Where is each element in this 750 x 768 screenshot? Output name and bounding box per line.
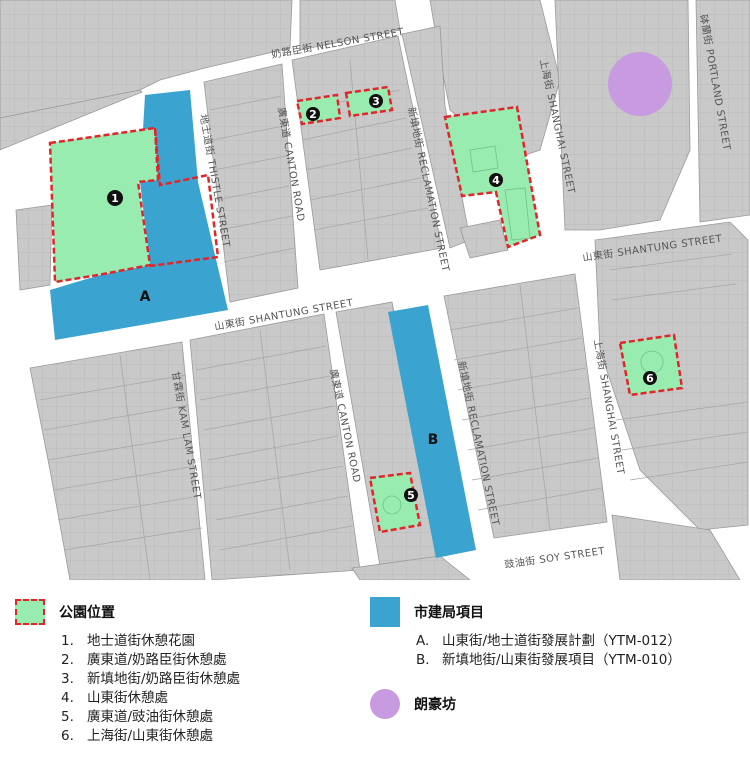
park-1: [48, 126, 160, 284]
ura-swatch: [370, 597, 400, 627]
park-marker-3: 3: [369, 94, 383, 108]
legend-parks-list: 1.地士道街休憩花園 2.廣東道/奶路臣街休憩處 3.新填地街/奶路臣街休憩處 …: [15, 632, 240, 746]
legend-park-item: 3.新填地街/奶路臣街休憩處: [61, 671, 241, 687]
legend-langham-title: 朗豪坊: [414, 697, 456, 713]
park-3: [344, 85, 394, 118]
park-marker-2: 2: [306, 107, 320, 121]
ura-zone-a: [50, 90, 228, 340]
park-5: [368, 471, 422, 534]
park-detail-lines: [382, 145, 664, 515]
park-1-boundary-east: [149, 127, 220, 268]
map-legend: 公園位置 1.地士道街休憩花園 2.廣東道/奶路臣街休憩處 3.新填地街/奶路臣…: [0, 590, 750, 768]
legend-ura-item: A.山東街/地士道街發展計劃（YTM-012）: [416, 633, 681, 649]
legend-parks-title: 公園位置: [59, 605, 115, 621]
legend-park-item: 1.地士道街休憩花園: [61, 633, 195, 649]
langham-swatch: [370, 689, 400, 719]
legend-ura: 市建局項目 A.山東街/地士道街發展計劃（YTM-012） B.新填地街/山東街…: [370, 597, 681, 719]
park-swatch: [15, 599, 45, 625]
park-6: [618, 333, 684, 397]
park-marker-6: 6: [643, 371, 657, 385]
legend-parks: 公園位置 1.地士道街休憩花園 2.廣東道/奶路臣街休憩處 3.新填地街/奶路臣…: [15, 598, 240, 746]
legend-ura-title: 市建局項目: [414, 605, 484, 621]
ura-zone-b: [388, 305, 476, 558]
park-marker-1: 1: [107, 190, 123, 206]
svg-text:3: 3: [372, 95, 380, 108]
svg-text:4: 4: [492, 174, 500, 187]
svg-text:6: 6: [646, 372, 654, 385]
legend-ura-list: A.山東街/地士道街發展計劃（YTM-012） B.新填地街/山東街發展項目（Y…: [370, 632, 681, 670]
svg-text:2: 2: [309, 108, 317, 121]
svg-text:1: 1: [111, 192, 119, 205]
legend-park-item: 6.上海街/山東街休憩處: [61, 728, 214, 744]
park-zones: [48, 85, 684, 534]
svg-text:5: 5: [407, 489, 415, 502]
park-marker-4: 4: [489, 173, 503, 187]
park-marker-5: 5: [404, 488, 418, 502]
district-map: 奶路臣街 NELSON STREET 地士道街 THISTLE STREET 廣…: [0, 0, 750, 580]
legend-park-item: 4.山東街休憩處: [61, 690, 168, 706]
legend-park-item: 5.廣東道/豉油街休憩處: [61, 709, 214, 725]
legend-ura-item: B.新填地街/山東街發展項目（YTM-010）: [416, 652, 681, 668]
zone-label-b: B: [428, 432, 439, 448]
legend-park-item: 2.廣東道/奶路臣街休憩處: [61, 652, 227, 668]
langham-place-marker: [608, 52, 672, 116]
zone-label-a: A: [140, 289, 151, 305]
